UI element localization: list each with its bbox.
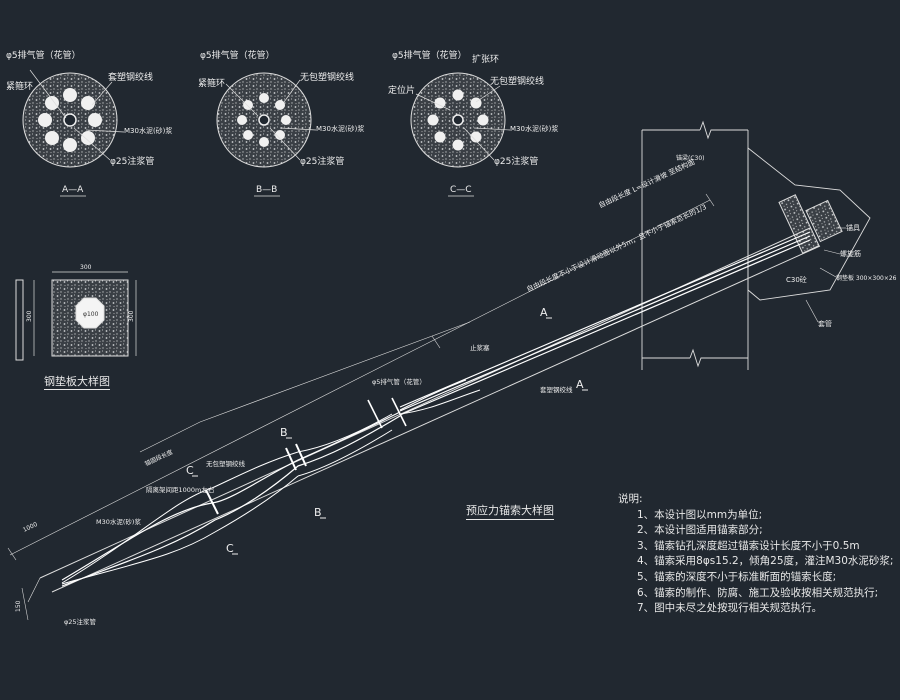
c30-label: C30砼 xyxy=(786,275,807,284)
cut-mark-b-upper: B xyxy=(280,426,288,439)
note-item: 5、锚索的深度不小于标准断面的锚索长度; xyxy=(637,570,837,583)
plate-side-label: 300 xyxy=(26,310,33,322)
section-c-label-grout: φ25注浆管 xyxy=(494,155,538,167)
cut-mark-b-lower: B xyxy=(314,506,322,519)
anchor-block xyxy=(805,199,843,243)
cut-mark-a-lower: A xyxy=(576,378,584,391)
section-c-label-cement: M30水泥(砂)浆 xyxy=(510,124,558,133)
anchor-tool-label: 锚具 xyxy=(846,223,860,232)
plate-title: 钢垫板大样图 xyxy=(44,375,110,390)
anchor-length-note: 锚固段长度 xyxy=(143,448,174,468)
plate-center-hole xyxy=(75,297,105,329)
spacer-label: 隔离架间距1000m左右 xyxy=(146,485,215,494)
steel-plate-detail: φ100 300 300 300 xyxy=(15,264,137,361)
note-item: 1、本设计图以mm为单位; xyxy=(637,508,763,521)
section-c-caption: C—C xyxy=(450,185,472,195)
section-a-label-cement: M30水泥(砂)浆 xyxy=(124,126,172,135)
plate-center-label: φ100 xyxy=(83,311,99,318)
rebar-label: 螺旋筋 xyxy=(840,249,861,258)
free-length-note: 自由段长度不小于设计滑动面以外5m，且不小于锚索总长的1/3 xyxy=(525,202,708,294)
dim-150: 150 xyxy=(15,600,22,612)
cut-mark-c-lower: C xyxy=(226,542,234,555)
pad-label: 钢垫板 300×300×26 xyxy=(836,274,897,282)
anchor-head: 锚梁(C30) C30砼 锚具 螺旋筋 钢垫板 300×300×26 套管 xyxy=(641,120,897,370)
coated-strand-label: 套塑钢绞线 xyxy=(540,385,573,394)
bore-lower-line xyxy=(51,245,821,593)
section-c-label-strand: 无包塑钢绞线 xyxy=(490,75,544,87)
drawing-title: 预应力锚索大样图 xyxy=(466,502,554,520)
free-section-note: 自由段长度 L=设计滑坡 至结构面 xyxy=(597,157,696,210)
cut-mark-a-upper: A xyxy=(540,306,548,319)
note-item: 2、本设计图适用锚索部分; xyxy=(637,524,763,537)
section-a-label-grout: φ25注浆管 xyxy=(110,155,154,167)
section-b-strands xyxy=(237,93,291,147)
note-item: 4、锚索采用8φs15.2，倾角25度，灌注M30水泥砂浆; xyxy=(637,555,894,568)
section-c-label-spacer: 定位片 xyxy=(388,84,415,96)
cut-marks: A A B B C C xyxy=(186,306,584,555)
section-a-label-exhaust: φ5排气管（花管） xyxy=(6,49,81,61)
uncoated-strand-label: 无包塑钢绞线 xyxy=(206,459,246,468)
section-a-label-ring: 紧箍环 xyxy=(6,80,33,92)
exhaust-label: φ5排气管（花管） xyxy=(372,377,426,386)
casing-label: 套管 xyxy=(818,319,832,328)
plate-width-label: 300 xyxy=(80,264,92,271)
note-item: 3、锚索钻孔深度超过锚索设计长度不小于0.5m xyxy=(637,539,860,552)
section-b-label-cement: M30水泥(砂)浆 xyxy=(316,124,364,133)
section-a-strands xyxy=(38,88,102,152)
section-b-label-strand: 无包塑钢绞线 xyxy=(300,71,354,83)
notes-block: 说明: 1、本设计图以mm为单位; 2、本设计图适用锚索部分; 3、锚索钻孔深度… xyxy=(618,492,893,617)
cement-label: M30水泥(砂)浆 xyxy=(96,517,141,526)
section-b: φ5排气管（花管） 紧箍环 无包塑钢绞线 M30水泥(砂)浆 φ25注浆管 B—… xyxy=(198,49,364,197)
section-c-label-ring: 扩张环 xyxy=(472,53,499,65)
section-a-grout-hole xyxy=(63,113,77,127)
stop-ring-label: 止浆塞 xyxy=(470,343,490,352)
grout-pipe-label: φ25注浆管 xyxy=(64,617,97,626)
notes-heading: 说明: xyxy=(618,493,643,505)
section-b-caption: B—B xyxy=(256,185,277,195)
section-b-label-grout: φ25注浆管 xyxy=(300,155,344,167)
section-b-label-exhaust: φ5排气管（花管） xyxy=(200,49,275,61)
section-a: φ5排气管（花管） 紧箍环 套塑钢绞线 M30水泥(砂)浆 φ25注浆管 A—A xyxy=(6,49,172,197)
section-b-label-ring: 紧箍环 xyxy=(198,77,225,89)
section-c-strands xyxy=(427,89,489,151)
note-item: 7、图中未尽之处按现行相关规范执行。 xyxy=(637,602,823,615)
section-c: φ5排气管（花管） 扩张环 定位片 无包塑钢绞线 M30水泥(砂)浆 φ25注浆… xyxy=(388,49,558,197)
note-item: 6、锚索的制作、防腐、施工及验收按相关规范执行; xyxy=(637,586,879,599)
frame-label: 锚梁(C30) xyxy=(676,154,705,162)
section-c-label-exhaust: φ5排气管（花管） xyxy=(392,49,467,61)
pad-block xyxy=(778,194,820,254)
cut-mark-lines xyxy=(192,317,588,555)
anchor-body xyxy=(7,193,821,621)
anchor-annotations: 自由段长度不小于设计滑动面以外5m，且不小于锚索总长的1/3 自由段长度 L=设… xyxy=(15,157,708,626)
dim-1000: 1000 xyxy=(22,521,39,534)
anchor-head-outline xyxy=(747,147,871,301)
plate-side-view xyxy=(15,279,24,361)
cut-mark-c-upper: C xyxy=(186,464,194,477)
section-a-caption: A—A xyxy=(62,185,84,195)
plate-height-label: 300 xyxy=(128,310,135,322)
section-a-label-strand: 套塑钢绞线 xyxy=(108,71,153,83)
